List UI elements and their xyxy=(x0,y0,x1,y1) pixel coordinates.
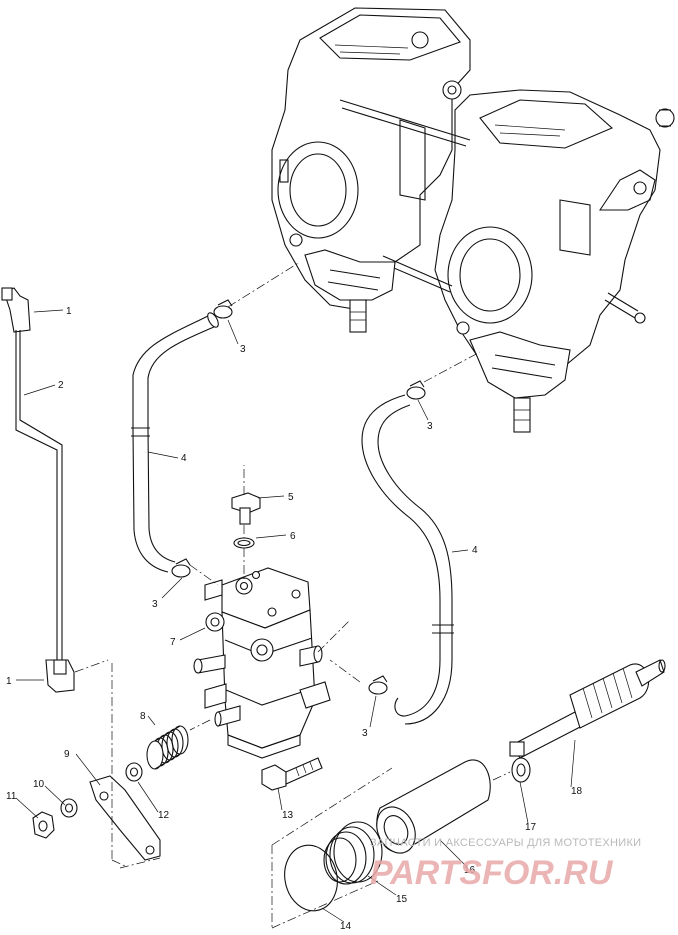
assembly-centerlines xyxy=(74,261,511,929)
callout-3-pump-right: 3 xyxy=(362,728,368,739)
fuel-hoses xyxy=(131,312,454,725)
hose-clamp-top-right xyxy=(406,380,426,400)
callout-12: 12 xyxy=(158,810,170,821)
watermark-logo: PARTSFOR.RU xyxy=(370,854,614,892)
lever xyxy=(89,775,161,861)
washer-10 xyxy=(60,798,78,818)
callout-15: 15 xyxy=(396,894,408,905)
callout-4-left: 4 xyxy=(181,453,187,464)
callout-7: 7 xyxy=(170,637,176,648)
callout-13: 13 xyxy=(282,810,294,821)
callout-2: 2 xyxy=(58,380,64,391)
callout-8: 8 xyxy=(140,711,146,722)
callout-9: 9 xyxy=(64,749,70,760)
washer-17 xyxy=(511,757,531,783)
callout-1-top: 1 xyxy=(66,306,72,317)
callout-14: 14 xyxy=(340,921,352,930)
hose-clamp-pump-left xyxy=(171,558,191,578)
hose-clamp-pump-right xyxy=(368,675,388,695)
watermark: ЗАПЧАСТИ И АКСЕССУАРЫ ДЛЯ МОТОТЕХНИКИ PA… xyxy=(370,837,641,892)
callout-3-top-right: 3 xyxy=(427,421,433,432)
carburetor-assembly xyxy=(271,7,675,433)
bolt xyxy=(261,757,323,791)
callout-11: 11 xyxy=(6,791,17,802)
callout-1-bottom: 1 xyxy=(6,676,12,687)
fuel-pump xyxy=(193,492,331,759)
callout-10: 10 xyxy=(33,779,45,790)
callout-4-right: 4 xyxy=(472,545,478,556)
callout-6: 6 xyxy=(290,531,296,542)
callout-3-top-left: 3 xyxy=(240,344,246,355)
washer-12 xyxy=(125,762,143,782)
o-ring xyxy=(284,844,338,912)
gear-shaft xyxy=(509,659,666,759)
bushing xyxy=(376,759,491,854)
hose-clamp-top-left xyxy=(213,299,233,319)
callout-5: 5 xyxy=(288,492,294,503)
callout-labels: 1 2 3 4 5 6 3 7 4 3 3 1 8 9 10 11 12 13 … xyxy=(6,306,583,932)
hose-clamps xyxy=(171,299,426,695)
seal xyxy=(323,821,383,885)
cable-rod-assembly xyxy=(1,287,75,693)
nut xyxy=(32,811,55,839)
spring xyxy=(146,725,189,770)
callout-16: 16 xyxy=(464,865,476,876)
watermark-text: ЗАПЧАСТИ И АКСЕССУАРЫ ДЛЯ МОТОТЕХНИКИ xyxy=(370,837,641,849)
callout-17: 17 xyxy=(525,822,537,833)
callout-18: 18 xyxy=(571,786,583,797)
callout-3-pump-left: 3 xyxy=(152,599,158,610)
callout-leaders xyxy=(15,309,576,923)
